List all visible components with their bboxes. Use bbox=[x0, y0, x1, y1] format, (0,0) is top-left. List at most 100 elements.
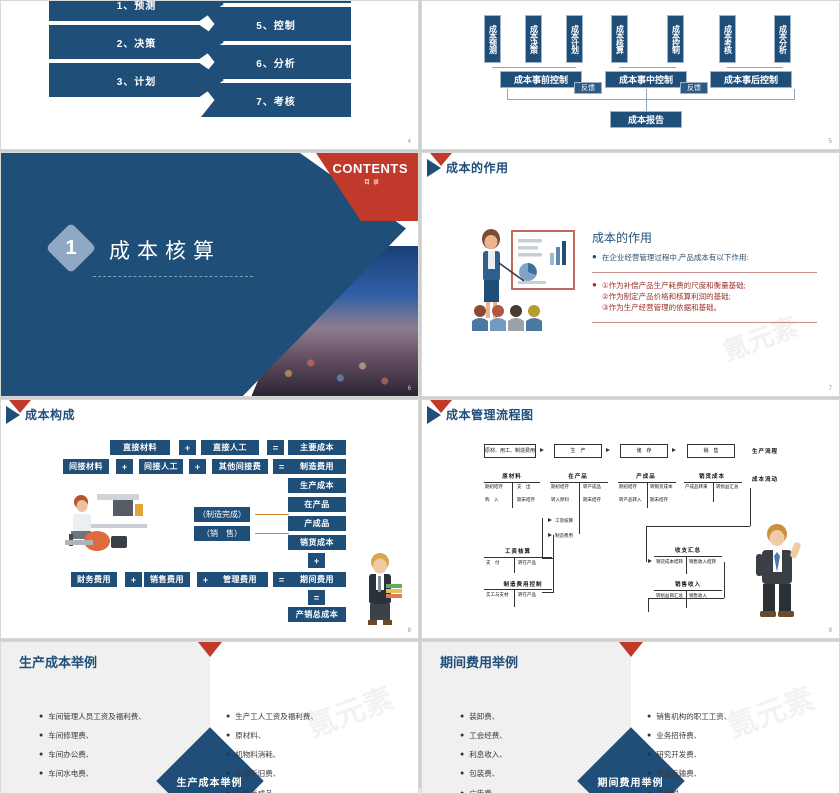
cost-box-prime-cost: 主要成本 bbox=[288, 440, 346, 455]
divider-top bbox=[592, 272, 817, 273]
page-number: 4 bbox=[408, 139, 411, 145]
chevron-left-3: 3、计划 bbox=[49, 63, 224, 97]
chevron-right-1: 5、控制 bbox=[201, 7, 351, 41]
flow-box-storage: 储 存 bbox=[620, 444, 668, 458]
link-line-1 bbox=[255, 514, 289, 515]
list-item: ●外购半成品、 bbox=[226, 789, 396, 794]
paren-label-sold: （销 售） bbox=[194, 526, 250, 541]
red-triangle-icon bbox=[198, 642, 222, 657]
slide-thumbnail-10[interactable]: 生产成本举例 生产成本举例 ●车间管理人员工资及福利费、 ●车间修理费、 ●车间… bbox=[0, 641, 419, 794]
cost-box-production-cost: 生产成本 bbox=[288, 478, 346, 493]
connector-c bbox=[553, 535, 554, 593]
page-number: 9 bbox=[829, 628, 832, 634]
bullet-dot-icon: ● bbox=[460, 789, 464, 794]
cost-box-period-expense: 期间费用 bbox=[288, 572, 346, 587]
account-rule-8 bbox=[654, 590, 722, 591]
bullet-dot-icon: ● bbox=[39, 750, 43, 760]
bullet-primary: ● 在企业经营管理过程中,产品成本有以下作用: bbox=[592, 253, 817, 264]
bullet-dot-icon: ● bbox=[592, 253, 597, 264]
account-cell: 转在产品 bbox=[518, 592, 536, 597]
presenter-illustration bbox=[462, 223, 577, 338]
account-header-5: 工资核算 bbox=[490, 547, 546, 555]
list-item-text: 装卸费、 bbox=[469, 712, 499, 722]
operator-plus-3: + bbox=[189, 459, 206, 474]
bullet-dot-icon: ● bbox=[39, 712, 43, 722]
account-cell: 期初结存 bbox=[485, 484, 503, 489]
list-item: ●研究开发费、 bbox=[647, 750, 817, 760]
slide-thumbnail-8[interactable]: 成本构成 直接材料 + 直接人工 = 主要成本 间接材料 + 间接人工 + 其他… bbox=[0, 399, 419, 639]
list-item-text: 机器折旧费、 bbox=[235, 769, 280, 779]
side-arrow-2 bbox=[548, 533, 552, 537]
slide-title: 期间费用举例 bbox=[440, 652, 518, 671]
slide-header: 成本管理流程图 bbox=[422, 400, 839, 430]
slide-thumbnail-6[interactable]: CONTENTS 目录 1 成本核算 6 bbox=[0, 152, 419, 397]
slide-thumbnail-7[interactable]: 成本的作用 成本的作用 bbox=[421, 152, 840, 397]
bullet-dot-icon: ● bbox=[226, 731, 230, 741]
account-divider-1 bbox=[512, 482, 513, 508]
cost-box-admin-expense: 管理费用 bbox=[212, 572, 268, 587]
account-header-7: 收支汇总 bbox=[660, 546, 716, 554]
account-cell: 产成品转来 bbox=[685, 484, 708, 489]
legend-production-flow: 生产流程 bbox=[752, 447, 778, 455]
cost-box-indirect-material: 间接材料 bbox=[63, 459, 109, 474]
slide-thumbnail-9[interactable]: 成本管理流程图 原材、用工、制造费用 生 产 储 存 销 售 生产流程 成本流动… bbox=[421, 399, 840, 639]
contents-label: CONTENTS bbox=[333, 161, 409, 176]
account-header-6: 制造费用控制 bbox=[490, 580, 556, 588]
flow-box-sales: 销 售 bbox=[687, 444, 735, 458]
account-cell: 期末结存 bbox=[517, 497, 535, 502]
blue-arrow-icon bbox=[427, 159, 441, 177]
connector-v3 bbox=[646, 89, 647, 111]
list-item-text: 广告费、 bbox=[469, 789, 499, 794]
bullet-dot-icon: ● bbox=[460, 769, 464, 779]
detail-line-1: ①作为补偿产品生产耗费的尺度和衡量基础; bbox=[602, 281, 746, 290]
slide-thumbnail-4[interactable]: 1、预测 2、决策 3、计划 5、控制 6、分析 7、考核 4 bbox=[0, 0, 419, 150]
account-cell: 期初结存 bbox=[619, 484, 637, 489]
blue-arrow-icon bbox=[6, 406, 20, 424]
detail-line-2: ②作为制定产品价格和核算利润的基础; bbox=[602, 292, 731, 301]
account-cell: 期末结存 bbox=[583, 497, 601, 502]
cost-box-direct-material: 直接材料 bbox=[110, 440, 170, 455]
list-item: ●销售机构的职工工资、 bbox=[647, 712, 817, 722]
account-rule-6 bbox=[484, 589, 552, 590]
bullet-dot-icon: ● bbox=[647, 769, 651, 779]
operator-plus-2: + bbox=[116, 459, 133, 474]
feedback-label-1: 反馈 bbox=[574, 82, 602, 94]
slide-thumbnail-5[interactable]: 成本预测 成本决策 成本计划 成本核算 成本控制 成本考核 成本分析 成本事前控… bbox=[421, 0, 840, 150]
operator-plus-5: + bbox=[125, 572, 142, 587]
cost-box-finished-goods: 产成品 bbox=[288, 516, 346, 531]
chevron-right-0 bbox=[201, 0, 351, 3]
connector-group-3 bbox=[727, 67, 783, 68]
list-item-text: 车间修理费、 bbox=[48, 731, 93, 741]
flow-stage-3: 成本事后控制 bbox=[710, 71, 792, 88]
side-label-overhead: 制造费用 bbox=[555, 533, 573, 538]
chevron-right-3: 7、考核 bbox=[201, 83, 351, 117]
list-item-text: 房产税。 bbox=[656, 789, 686, 794]
divider-bottom bbox=[592, 322, 817, 323]
list-item-text: 原材料、 bbox=[235, 731, 265, 741]
list-item-text: 包装费、 bbox=[469, 769, 499, 779]
cost-box-total: 产销总成本 bbox=[288, 607, 346, 622]
legend-cost-flow: 成本流动 bbox=[752, 475, 778, 483]
bullet-dot-icon: ● bbox=[592, 281, 597, 314]
chevron-label: 5、控制 bbox=[256, 17, 296, 32]
account-cell: 支 出 bbox=[517, 484, 531, 489]
bullet-dot-icon: ● bbox=[226, 789, 230, 794]
account-header-8: 销售收入 bbox=[660, 580, 716, 588]
bullet-detail-text: ①作为补偿产品生产耗费的尺度和衡量基础; ②作为制定产品价格和核算利润的基础; … bbox=[602, 281, 746, 314]
account-divider-6 bbox=[514, 589, 515, 607]
chevron-label: 3、计划 bbox=[117, 73, 157, 88]
left-example-list: ●装卸费、 ●工会经费、 ●利息收入、 ●包装费、 ●广告费、 ●利息支出、 bbox=[460, 712, 600, 794]
bullet-dot-icon: ● bbox=[460, 750, 464, 760]
flow-arrow-1 bbox=[540, 448, 544, 452]
list-item: ●车间管理人员工资及福利费、 bbox=[39, 712, 179, 722]
chevron-right-2: 6、分析 bbox=[201, 45, 351, 79]
operator-plus-1: + bbox=[179, 440, 196, 455]
list-item: ● 原材料、 bbox=[226, 731, 396, 741]
account-header-2: 在产品 bbox=[550, 472, 606, 480]
list-item: ●车间修理费、 bbox=[39, 731, 179, 741]
cost-box-finance-expense: 财务费用 bbox=[71, 572, 117, 587]
section-title: 成本核算 bbox=[109, 235, 221, 265]
bullet-dot-icon: ● bbox=[647, 789, 651, 794]
slide-thumbnail-11[interactable]: 期间费用举例 期间费用举例 ●装卸费、 ●工会经费、 ●利息收入、 ●包装费、 … bbox=[421, 641, 840, 794]
